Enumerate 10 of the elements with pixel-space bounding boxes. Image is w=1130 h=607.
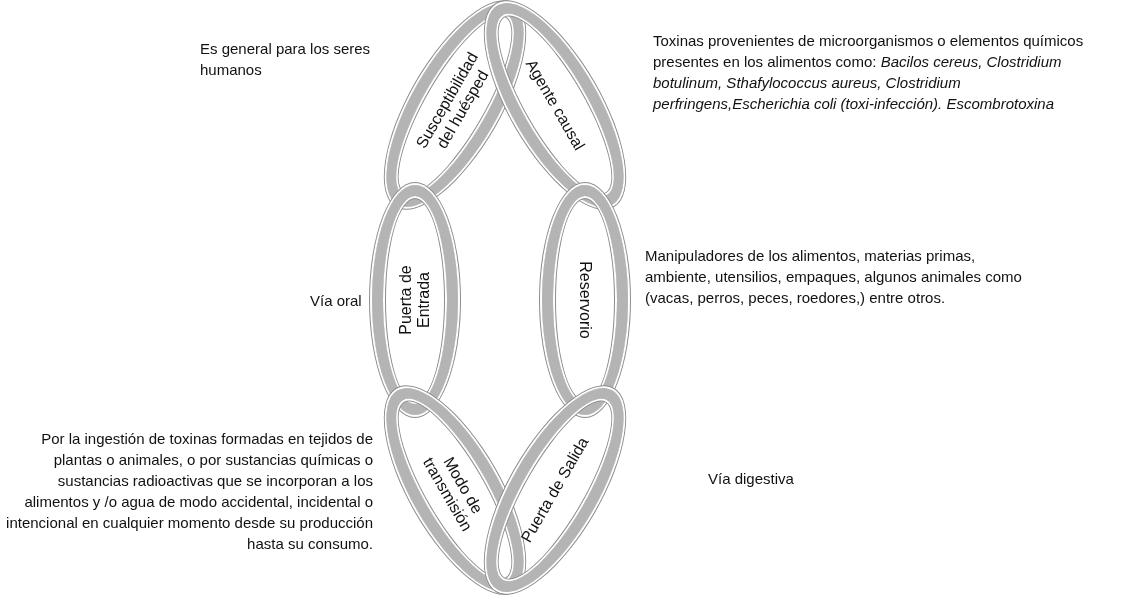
- description-text: Por la ingestión de toxinas formadas en tejidos de plantas o animales, o por sustancias químicas o sustancias radioactivas que se incorporan a los alimentos y /o agua de modo accidental, incidental o intencional en cualquier momento desde su producción hasta su consumo.: [5, 429, 373, 554]
- description-text: Vía oral: [310, 291, 363, 311]
- description-text: Manipuladores de los alimentos, materias primas, ambiente, utensilios, empaques, algunos animales como (vacas, perros, peces, roedores,) entre otros.: [645, 246, 1023, 308]
- description-text: Toxinas provenientes de microorganismos o elementos químicos presentes en los alimentos como: Bacilos cereus, Clostridium botulinum, Sthafylococcus aureus, Clostridium perfringens,Escherichia coli (toxi-infección). Escombrotoxina: [653, 31, 1085, 114]
- link-label: Reservorio: [576, 261, 595, 339]
- link-label: Puerta de Entrada: [396, 264, 433, 337]
- chain-link: [542, 185, 628, 415]
- chain-link: [372, 185, 458, 415]
- description-text: Vía digestiva: [708, 469, 795, 489]
- description-text: Es general para los seres humanos: [200, 39, 372, 80]
